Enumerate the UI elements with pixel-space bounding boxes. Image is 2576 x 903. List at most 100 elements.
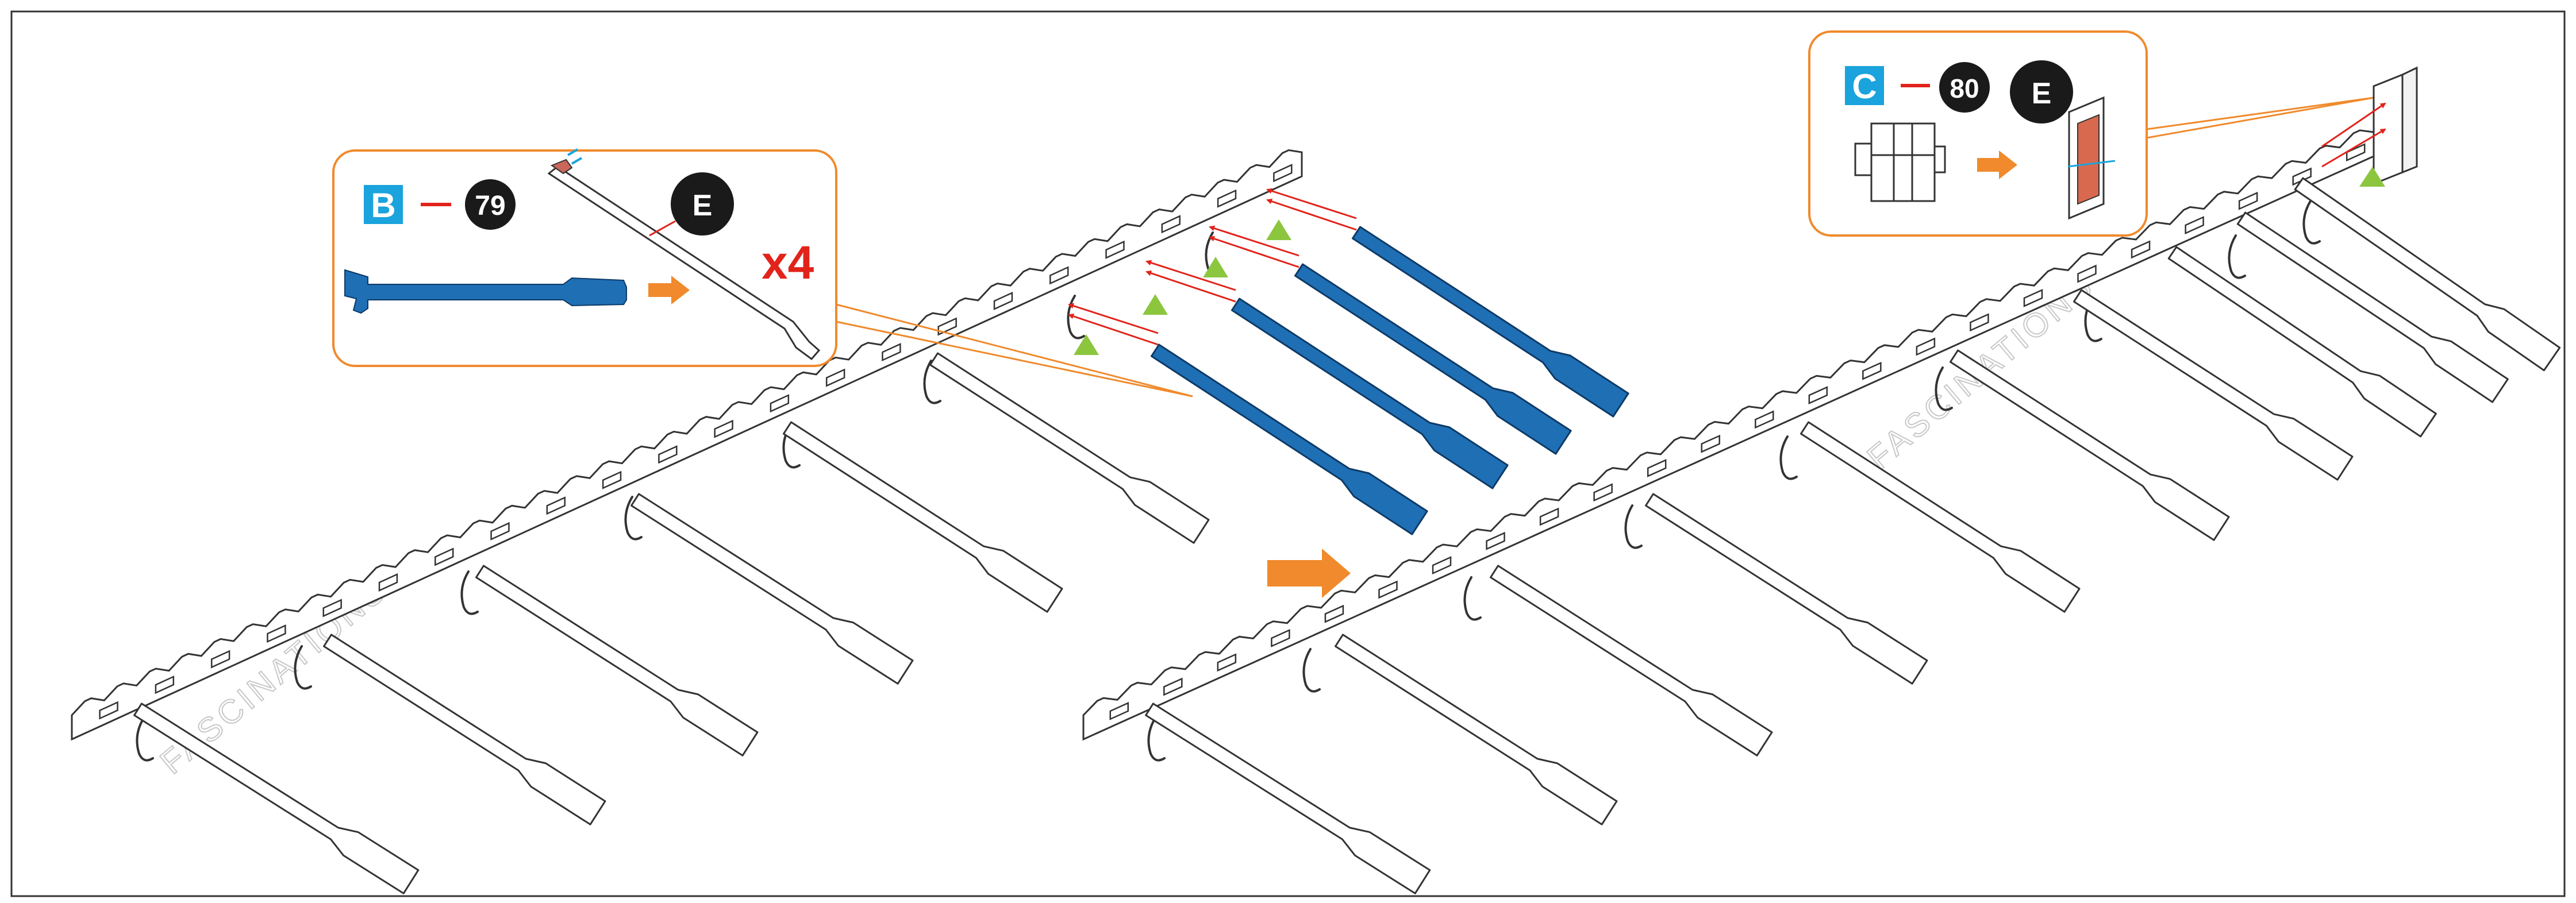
rail-slot — [1647, 458, 1667, 477]
right-rail — [1082, 129, 2375, 741]
bracket-part-c — [1854, 122, 1946, 202]
white-arm — [1645, 493, 1928, 685]
part-number-badge-c — [1939, 62, 1990, 113]
white-arm — [929, 352, 1210, 544]
left-assembly — [71, 149, 1629, 894]
rail-hook — [624, 496, 643, 541]
rail-slot — [770, 394, 790, 413]
part-letter-box-c — [1845, 66, 1884, 105]
fastener-letter-c: E — [2032, 77, 2052, 110]
rail-slot — [658, 445, 678, 464]
bracket-installed-c — [2067, 96, 2116, 220]
progress-arrow-icon — [1267, 549, 1351, 598]
rail-slot — [435, 547, 454, 566]
insert-arrow — [1266, 188, 1357, 219]
alignment-marker-icon — [2359, 167, 2385, 187]
rail-slot — [1271, 629, 1290, 647]
white-arm — [1335, 634, 1618, 825]
white-arm — [1490, 565, 1773, 757]
insert-arrow — [1209, 236, 1299, 268]
rail-slot — [2185, 216, 2204, 234]
white-arm — [2167, 246, 2437, 438]
rail-body — [71, 149, 1303, 741]
fastener-badge-c — [2010, 60, 2073, 124]
callout-b-frame — [332, 149, 837, 367]
white-arm — [2073, 289, 2354, 481]
part-number-c: 80 — [1950, 74, 1979, 103]
rail-hook — [1779, 435, 1798, 480]
right-assembly — [1082, 129, 2561, 894]
rail-slot — [155, 676, 175, 694]
rail-slot — [490, 522, 510, 541]
callout-b: B 79 E x4 — [332, 148, 837, 367]
callout-c: C 80 E — [1808, 30, 2148, 237]
insert-arrow — [1145, 260, 1236, 291]
rail-slot — [1432, 556, 1452, 575]
rail-slot — [2077, 264, 2097, 283]
rail-hook — [1147, 717, 1166, 762]
rail-slot — [825, 368, 845, 387]
white-arm — [782, 421, 1063, 613]
fastener-letter-b: E — [693, 189, 713, 222]
rail-slot — [2346, 143, 2366, 162]
quantity-label-b: x4 — [762, 237, 814, 289]
white-arm — [630, 493, 914, 685]
rail-hook — [294, 645, 312, 690]
rail-slot — [2023, 288, 2043, 307]
left-arms — [133, 352, 1210, 894]
rail-slot — [546, 496, 566, 515]
alignment-marker-icon — [1266, 219, 1291, 240]
page-frame — [10, 10, 2566, 897]
rail-hook — [1624, 504, 1643, 549]
rail-slot — [1217, 653, 1237, 672]
rail-hook — [1463, 576, 1482, 621]
rail-slot — [1217, 189, 1237, 208]
rail-slot — [1109, 701, 1129, 720]
white-arm — [1800, 421, 2081, 613]
left-markers — [1074, 219, 1291, 355]
rail-hook — [2228, 234, 2246, 279]
alignment-marker-icon — [1203, 257, 1228, 277]
rail-slot — [1593, 483, 1613, 502]
rail-slot — [1486, 531, 1505, 550]
insert-arrow — [1145, 270, 1236, 303]
rail-slot — [1539, 507, 1559, 526]
callout-b-leader — [836, 303, 1193, 398]
white-arm — [475, 565, 759, 757]
rail-slot — [937, 317, 957, 336]
rail-slot — [210, 650, 230, 669]
rail-slot — [1378, 580, 1398, 599]
white-arm — [2236, 211, 2509, 403]
part-letter-box-b — [364, 185, 403, 224]
end-bracket — [2321, 66, 2418, 187]
rail-slot — [2292, 167, 2312, 186]
left-blue-arms — [1150, 226, 1629, 535]
callout-c-leader — [2146, 97, 2374, 139]
alignment-marker-icon — [1143, 294, 1168, 315]
rail-hook — [1935, 366, 1953, 411]
insert-arrow — [1068, 303, 1159, 334]
blue-arm — [1231, 298, 1509, 489]
rail-slot — [2238, 191, 2258, 210]
rail-slot — [322, 599, 342, 618]
rail-hook — [1302, 648, 1321, 693]
alignment-marker-icon — [1074, 334, 1099, 355]
white-arm — [323, 634, 606, 825]
insert-arrow — [1068, 313, 1159, 346]
rail-slot — [1273, 164, 1293, 183]
rail-hook — [460, 570, 479, 615]
left-rail — [71, 149, 1303, 741]
rail-slot — [1862, 361, 1882, 380]
rail-slot — [1105, 240, 1125, 259]
fastener-badge-b — [671, 172, 734, 236]
rail-slot — [1049, 266, 1069, 285]
left-insert-arrows — [1068, 188, 1357, 346]
white-arm — [133, 703, 420, 894]
part-letter-c: C — [1852, 67, 1877, 106]
blue-arm — [1150, 344, 1428, 535]
rail-body — [1082, 129, 2375, 741]
rail-slot — [714, 419, 733, 438]
rail-slot — [1161, 215, 1181, 234]
rail-slot — [1324, 604, 1344, 623]
